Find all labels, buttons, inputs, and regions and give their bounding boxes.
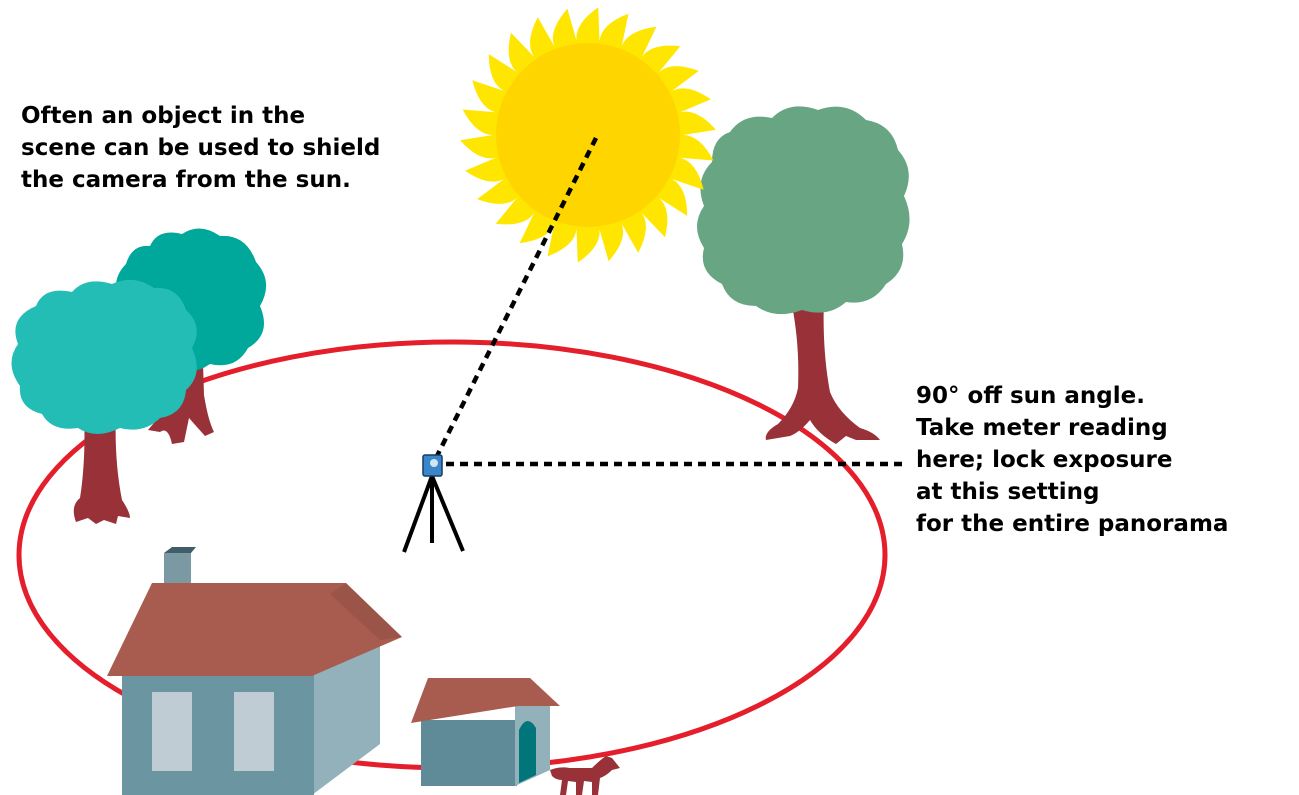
- meter-reading-line: for the entire panorama: [916, 508, 1228, 540]
- doghouse-door: [519, 721, 536, 783]
- shield-tip-line: the camera from the sun.: [21, 164, 380, 196]
- tree-foliage-front: [11, 280, 196, 434]
- house-window-left: [152, 692, 192, 771]
- camera-lens: [430, 459, 438, 467]
- shield-tip-line: Often an object in the: [21, 100, 380, 132]
- shield-tip-caption: Often an object in the scene can be used…: [21, 100, 380, 196]
- chimney-top: [164, 547, 196, 553]
- chimney: [164, 553, 191, 587]
- tree-trunk-right: [766, 296, 880, 444]
- house-front-wall: [122, 672, 314, 795]
- shield-tip-line: scene can be used to shield: [21, 132, 380, 164]
- tripod-leg-left: [404, 476, 432, 552]
- meter-reading-line: Take meter reading: [916, 412, 1228, 444]
- meter-reading-line: 90° off sun angle.: [916, 380, 1228, 412]
- sun-icon: [460, 7, 716, 262]
- meter-reading-line: at this setting: [916, 476, 1228, 508]
- sun-disc: [496, 43, 680, 227]
- tree-foliage-right: [697, 106, 910, 314]
- house-icon: [107, 547, 402, 795]
- camera-icon: [423, 455, 442, 476]
- house-window-right: [234, 692, 274, 771]
- tripod-icon: [404, 476, 463, 552]
- meter-reading-line: here; lock exposure: [916, 444, 1228, 476]
- meter-reading-caption: 90° off sun angle. Take meter reading he…: [916, 380, 1228, 540]
- doghouse-icon: [411, 678, 560, 786]
- doghouse-front: [421, 720, 517, 786]
- tripod-leg-right: [432, 476, 463, 551]
